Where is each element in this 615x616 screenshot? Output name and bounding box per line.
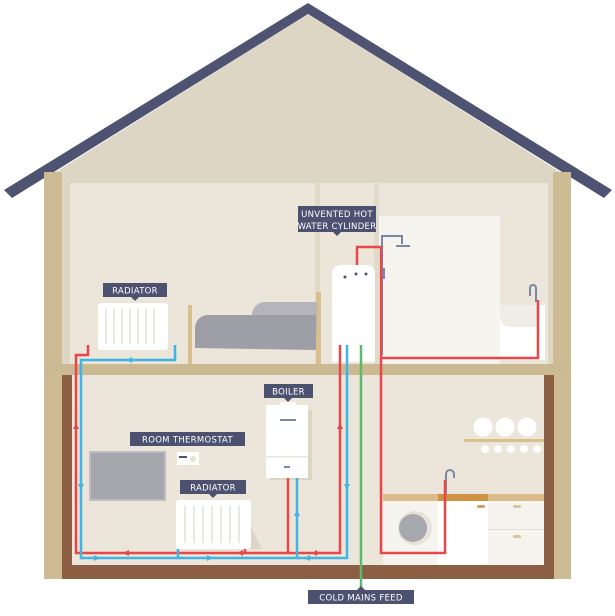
television [89,451,166,501]
brick-inner [62,375,72,578]
hot-flow-pipes [74,245,540,555]
label-text: UNVENTED HOT [301,210,373,220]
label-text: RADIATOR [190,484,236,494]
radiator-lower [176,500,262,549]
ground [62,565,554,579]
bathroom-wall [378,216,500,365]
label-text: ROOM THERMOSTAT [142,436,233,446]
room-thermostat-device [177,452,199,465]
label-cold-mains-feed: COLD MAINS FEED [308,586,414,604]
label-text: COLD MAINS FEED [319,594,403,604]
label-room-thermostat: ROOM THERMOSTAT [130,432,245,446]
partition [374,183,379,365]
wall-left-lower [44,375,62,579]
wall-right-lower [553,375,571,579]
floor [44,364,571,375]
shower-valve-icon [380,268,385,279]
label-boiler: BOILER [264,384,313,402]
label-text: WATER CYLINDER [298,222,377,232]
bed [188,292,321,365]
return-pipes [79,345,349,560]
boiler-unit [266,402,312,480]
label-radiator-lower: RADIATOR [180,480,246,498]
label-text: BOILER [272,388,305,398]
label-radiator-upper: RADIATOR [103,283,167,301]
kitchen [383,416,544,565]
wall-right-upper [553,172,571,370]
radiator-upper [98,303,168,350]
partition [315,183,320,365]
label-text: RADIATOR [112,287,158,297]
flow-arrows [73,357,350,561]
hot-water-cylinder [332,265,375,362]
brick-inner [544,375,554,578]
wall-left-upper [44,172,62,370]
label-hot-water-cylinder: UNVENTED HOT WATER CYLINDER [298,206,377,236]
